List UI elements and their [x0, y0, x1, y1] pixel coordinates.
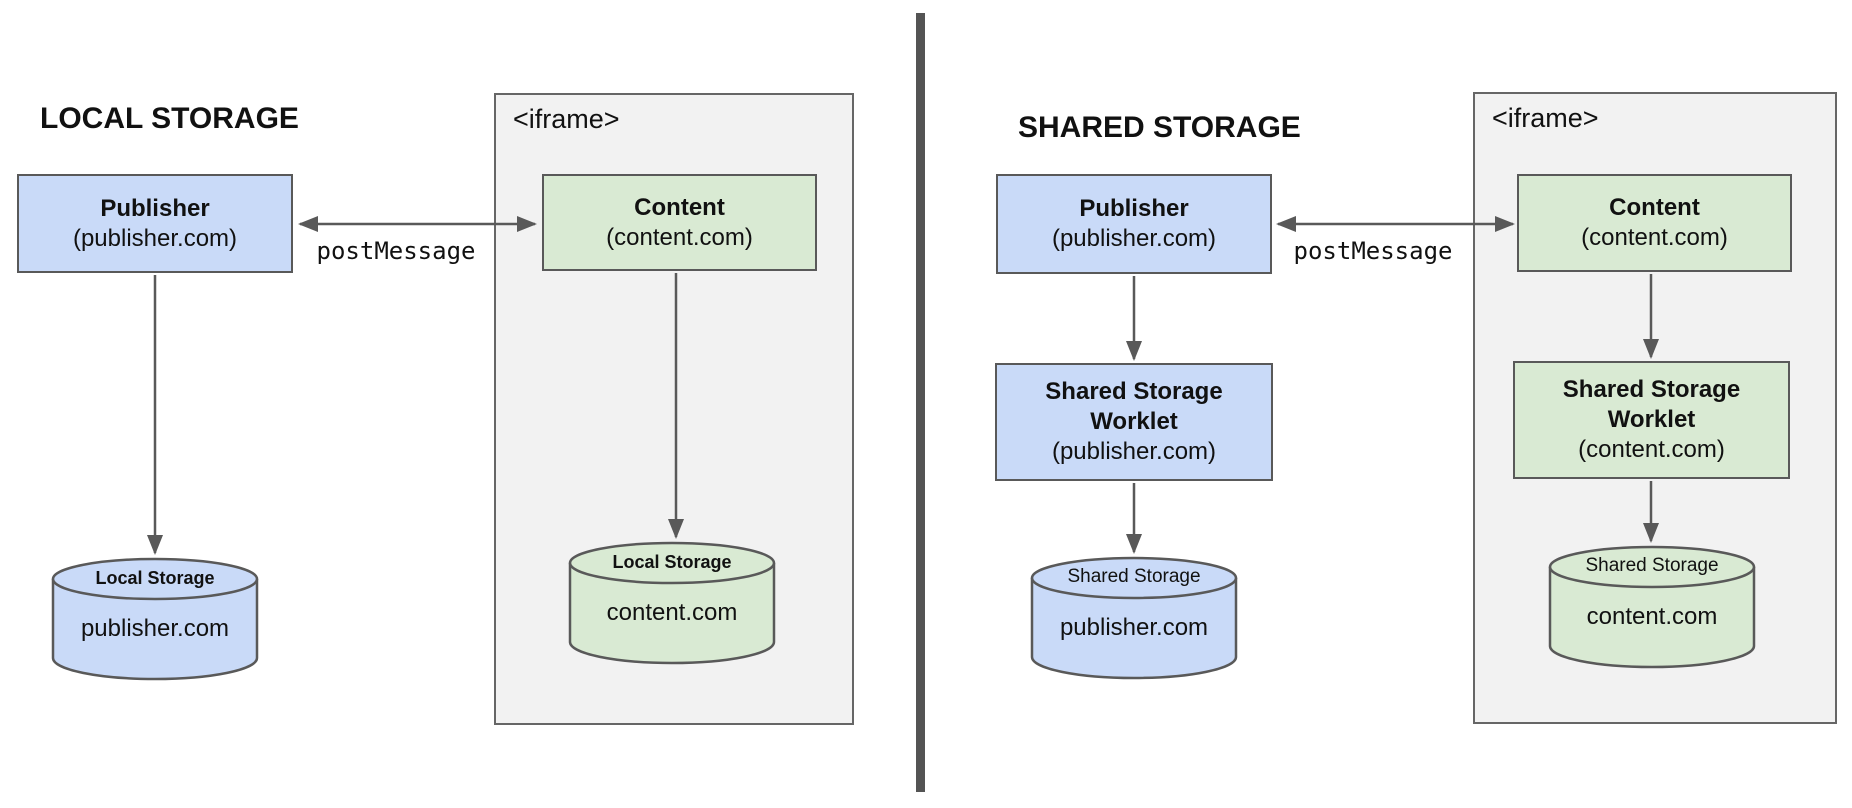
- cylinder-shape: [1030, 556, 1238, 680]
- iframe-label-shared: <iframe>: [1492, 103, 1599, 133]
- worklet-line2: Worklet: [1090, 408, 1178, 435]
- datastore-origin: content.com: [606, 599, 738, 626]
- shared-storage-title: SHARED STORAGE: [1018, 111, 1301, 144]
- content-box-local: Content (content.com): [542, 174, 817, 271]
- worklet-line2: Worklet: [1607, 406, 1696, 433]
- worklet-line1: Shared Storage: [1045, 378, 1223, 405]
- publisher-origin-local: (publisher.com): [72, 224, 238, 252]
- publisher-name-shared: Publisher: [1079, 195, 1189, 222]
- content-box-shared: Content (content.com): [1517, 174, 1792, 272]
- local-storage-title: LOCAL STORAGE: [40, 102, 299, 135]
- cylinder-shape: [1548, 545, 1756, 669]
- panel-divider: [916, 13, 925, 792]
- datastore-label: Local Storage: [95, 568, 215, 588]
- cylinder-shape: [51, 557, 259, 681]
- worklet-origin: (publisher.com): [1051, 438, 1217, 465]
- publisher-box-local: Publisher (publisher.com): [17, 174, 293, 273]
- datastore-origin: publisher.com: [80, 615, 230, 642]
- content-origin-local: (content.com): [606, 223, 753, 251]
- cylinder-shape: [568, 541, 776, 665]
- content-name-local: Content: [634, 193, 725, 221]
- shared-storage-worklet-box-content: Shared Storage Worklet (content.com): [1513, 361, 1790, 479]
- datastore-label: Shared Storage: [1585, 555, 1719, 576]
- publisher-name-local: Publisher: [100, 194, 210, 222]
- postmessage-label-local: postMessage: [316, 237, 476, 265]
- content-name-shared: Content: [1609, 194, 1700, 221]
- publisher-datastore-shared: Shared Storage publisher.com: [1030, 556, 1238, 680]
- worklet-line1: Shared Storage: [1562, 376, 1741, 403]
- publisher-datastore-local: Local Storage publisher.com: [51, 557, 259, 681]
- iframe-label-local: <iframe>: [513, 104, 620, 134]
- datastore-label: Shared Storage: [1067, 566, 1201, 587]
- datastore-origin: content.com: [1586, 603, 1718, 630]
- publisher-box-shared: Publisher (publisher.com): [996, 174, 1272, 274]
- content-datastore-local: Local Storage content.com: [568, 541, 776, 665]
- worklet-origin: (content.com): [1578, 436, 1725, 463]
- content-origin-shared: (content.com): [1581, 224, 1728, 251]
- datastore-origin: publisher.com: [1059, 614, 1209, 641]
- publisher-origin-shared: (publisher.com): [1051, 225, 1217, 252]
- datastore-label: Local Storage: [612, 552, 732, 572]
- postmessage-label-shared: postMessage: [1293, 237, 1453, 265]
- content-datastore-shared: Shared Storage content.com: [1548, 545, 1756, 669]
- shared-storage-worklet-box-publisher: Shared Storage Worklet (publisher.com): [995, 363, 1273, 481]
